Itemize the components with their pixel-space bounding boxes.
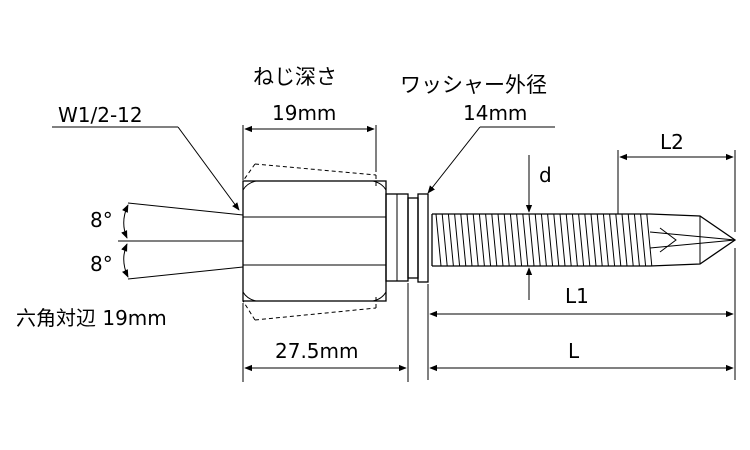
- angle-top-label: 8°: [90, 208, 113, 232]
- L2-dimension: [617, 150, 736, 232]
- hex-across-flats-label: 六角対辺 19mm: [16, 306, 167, 330]
- nut-collar: [385, 193, 419, 282]
- thread-line: [602, 213, 609, 267]
- washer: [417, 193, 429, 283]
- washer-value: 14mm: [463, 101, 527, 125]
- thread-line: [522, 213, 529, 267]
- hex-nut: [242, 180, 387, 302]
- thread-line: [553, 213, 560, 267]
- thread-line: [540, 213, 547, 267]
- drill-point: [649, 213, 737, 267]
- nut-length-label: 27.5mm: [275, 339, 359, 363]
- thread-line: [578, 213, 585, 267]
- thread-size-label: W1/2-12: [58, 103, 143, 127]
- angle-indicator: [118, 202, 244, 280]
- thread-line: [559, 213, 566, 267]
- thread-line: [615, 213, 622, 267]
- d-label: d: [539, 163, 552, 187]
- thread-line: [627, 213, 634, 267]
- nut-length-dimension: [242, 283, 409, 382]
- thread-line: [460, 213, 467, 267]
- L1-dimension: [427, 248, 736, 380]
- thread-line: [609, 213, 616, 267]
- thread-line: [547, 213, 554, 267]
- thread-line: [596, 213, 603, 267]
- L-label: L: [568, 339, 580, 363]
- internal-thread-hidden-lines: [242, 163, 377, 321]
- washer-leader: [427, 126, 555, 194]
- thread-line: [441, 213, 448, 267]
- thread-line: [485, 213, 492, 267]
- L1-label: L1: [565, 284, 589, 308]
- thread-line: [516, 213, 523, 267]
- thread-line: [497, 213, 504, 267]
- thread-line: [503, 213, 510, 267]
- L2-label: L2: [660, 130, 684, 154]
- washer-title: ワッシャー外径: [400, 73, 547, 97]
- thread-line: [466, 213, 473, 267]
- thread-line: [447, 213, 454, 267]
- thread-line: [646, 213, 653, 267]
- thread-line: [633, 213, 640, 267]
- thread-line: [534, 213, 541, 267]
- thread-line: [509, 213, 516, 267]
- thread-depth-title: ねじ深さ: [253, 65, 337, 89]
- thread-line: [571, 213, 578, 267]
- thread-line: [640, 213, 647, 267]
- thread-line: [590, 213, 597, 267]
- thread-line: [621, 213, 628, 267]
- thread-line: [565, 213, 572, 267]
- angle-bottom-label: 8°: [90, 252, 113, 276]
- thread-size-leader: [52, 126, 240, 211]
- threaded-shank: [431, 213, 653, 267]
- thread-depth-value: 19mm: [272, 101, 336, 125]
- thread-depth-dimension: [242, 125, 377, 180]
- thread-line: [454, 213, 461, 267]
- thread-line: [478, 213, 485, 267]
- thread-line: [435, 213, 442, 267]
- thread-line: [584, 213, 591, 267]
- thread-line: [528, 213, 535, 267]
- thread-line: [491, 213, 498, 267]
- thread-line: [472, 213, 479, 267]
